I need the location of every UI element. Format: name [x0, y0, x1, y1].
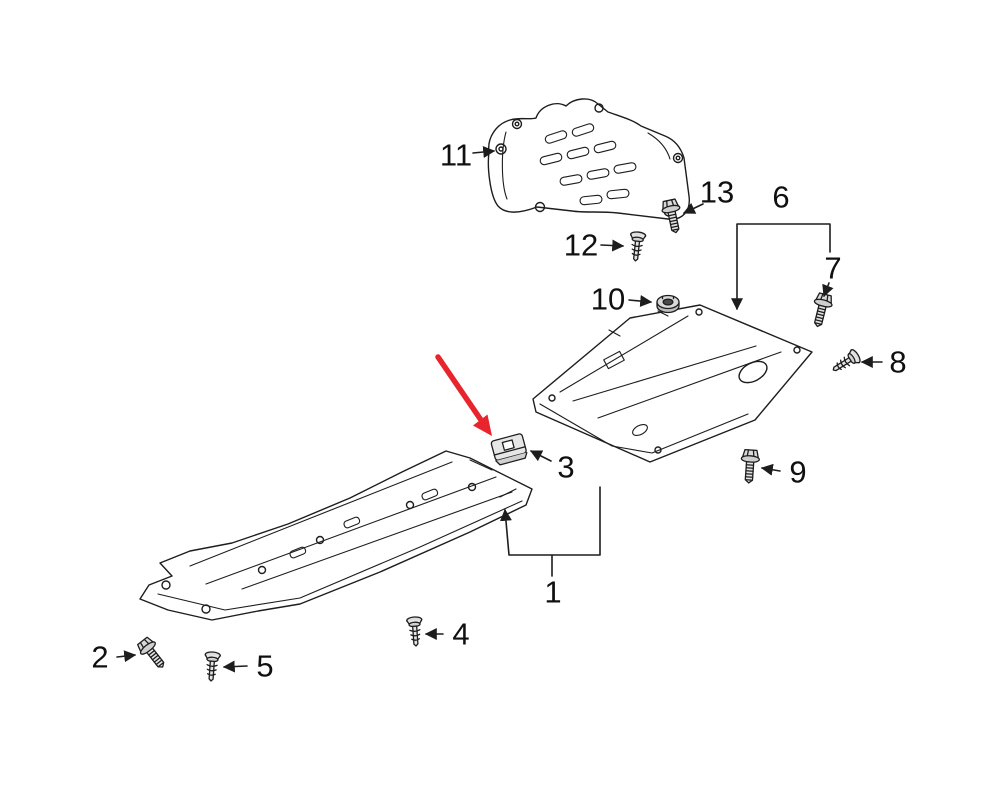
leader-11: [472, 146, 496, 158]
clip-part-12: [627, 230, 647, 263]
front-splash-shield: [487, 98, 690, 220]
bolt-part-7: [807, 291, 835, 330]
part-label-8[interactable]: 8: [889, 344, 907, 380]
part-label-7[interactable]: 7: [824, 250, 842, 286]
bolt-part-2: [134, 634, 171, 674]
leader-lines: [116, 146, 883, 673]
part-label-9[interactable]: 9: [789, 454, 807, 490]
nut-part-10: [656, 294, 680, 314]
leader-3: [529, 450, 552, 462]
part-label-11[interactable]: 11: [439, 137, 473, 173]
bolt-part-9: [738, 448, 761, 485]
leader-12: [600, 239, 625, 252]
highlight-arrow: [435, 354, 492, 436]
leader-10: [628, 295, 653, 307]
right-undercover-panel: [532, 304, 813, 463]
clip-nut-plate: [490, 433, 528, 466]
left-undercover-panel: [139, 450, 533, 621]
leader-5: [222, 660, 248, 673]
leader-7: [822, 282, 834, 298]
clip-part-5: [202, 650, 222, 683]
clip-part-4: [405, 615, 425, 648]
bracket-1: [499, 486, 601, 556]
part-label-4[interactable]: 4: [452, 616, 470, 652]
part-label-6[interactable]: 6: [772, 179, 790, 215]
part-label-5[interactable]: 5: [256, 648, 274, 684]
leader-2: [116, 650, 137, 663]
part-label-1[interactable]: 1: [544, 574, 562, 610]
leader-13: [682, 202, 704, 214]
part-label-13[interactable]: 13: [699, 174, 735, 210]
leader-9: [760, 463, 781, 476]
clip-part-8: [828, 347, 863, 378]
part-label-2[interactable]: 2: [91, 639, 109, 675]
part-label-3[interactable]: 3: [557, 449, 575, 485]
part-label-12[interactable]: 12: [563, 227, 599, 263]
bracket-6: [731, 223, 831, 311]
part-label-10[interactable]: 10: [590, 281, 626, 317]
